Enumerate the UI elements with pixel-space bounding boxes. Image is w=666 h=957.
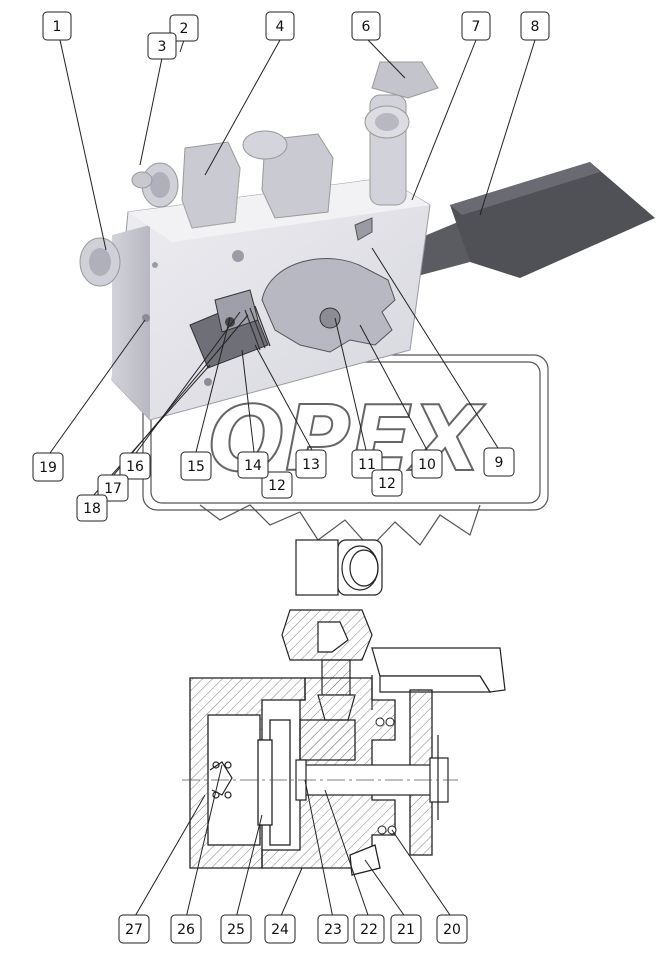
callout-13: 13 (295, 449, 327, 479)
callout-label: 19 (39, 460, 57, 476)
section-leader-lines (133, 764, 453, 919)
callout-label: 13 (302, 457, 320, 473)
callout-10: 10 (411, 449, 443, 479)
callout-label: 7 (472, 19, 481, 35)
callout-label: 26 (177, 922, 195, 938)
callout-label: 23 (324, 922, 342, 938)
callout-label: 22 (360, 922, 378, 938)
callout-label: 9 (495, 455, 504, 471)
isometric-view: OPEX (49, 39, 655, 549)
callout-7: 7 (461, 11, 491, 41)
callout-label: 20 (443, 922, 461, 938)
callout-label: 12 (378, 476, 396, 492)
callout-14: 14 (237, 451, 269, 479)
callout-label: 15 (187, 459, 205, 475)
callout-label: 21 (397, 922, 415, 938)
callout-8: 8 (520, 11, 550, 41)
callout-label: 25 (227, 922, 245, 938)
section-balls (375, 717, 397, 835)
callout-19: 19 (32, 452, 64, 482)
callout-label: 2 (180, 21, 189, 37)
callout-3: 3 (147, 32, 177, 60)
callout-label: 10 (418, 457, 436, 473)
callout-label: 12 (268, 478, 286, 494)
fittings (79, 61, 439, 287)
callout-24: 24 (264, 914, 296, 944)
callout-22: 22 (353, 914, 385, 944)
callout-1: 1 (42, 11, 72, 41)
callout-15: 15 (180, 451, 212, 481)
callout-16: 16 (119, 452, 151, 480)
section-lever (371, 647, 506, 710)
callout-18: 18 (76, 494, 108, 522)
callout-21: 21 (390, 914, 422, 944)
callout-label: 4 (276, 19, 285, 35)
section-view (133, 539, 506, 919)
section-fitting (281, 539, 383, 721)
callout-17: 17 (97, 474, 129, 502)
callout-label: 27 (125, 922, 143, 938)
callout-label: 8 (531, 19, 540, 35)
callout-12-right: 12 (371, 469, 403, 497)
callout-label: 18 (83, 501, 101, 517)
callout-12-left: 12 (261, 471, 293, 499)
callout-27: 27 (118, 914, 150, 944)
callout-20: 20 (436, 914, 468, 944)
callout-26: 26 (170, 914, 202, 944)
callout-6: 6 (351, 11, 381, 41)
callout-label: 24 (271, 922, 289, 938)
callout-label: 1 (53, 19, 62, 35)
callout-9: 9 (483, 447, 515, 477)
callout-25: 25 (220, 914, 252, 944)
callouts: 1 2 3 4 6 7 8 9 10 11 12 12 13 14 15 16 … (32, 11, 550, 944)
leader-lines (49, 39, 536, 498)
callout-label: 17 (104, 481, 122, 497)
callout-4: 4 (265, 11, 295, 41)
callout-label: 14 (244, 458, 262, 474)
callout-label: 11 (358, 457, 376, 473)
callout-label: 6 (362, 19, 371, 35)
callout-label: 16 (126, 459, 144, 475)
callout-2: 2 (169, 14, 199, 42)
callout-23: 23 (317, 914, 349, 944)
callout-label: 3 (158, 39, 167, 55)
